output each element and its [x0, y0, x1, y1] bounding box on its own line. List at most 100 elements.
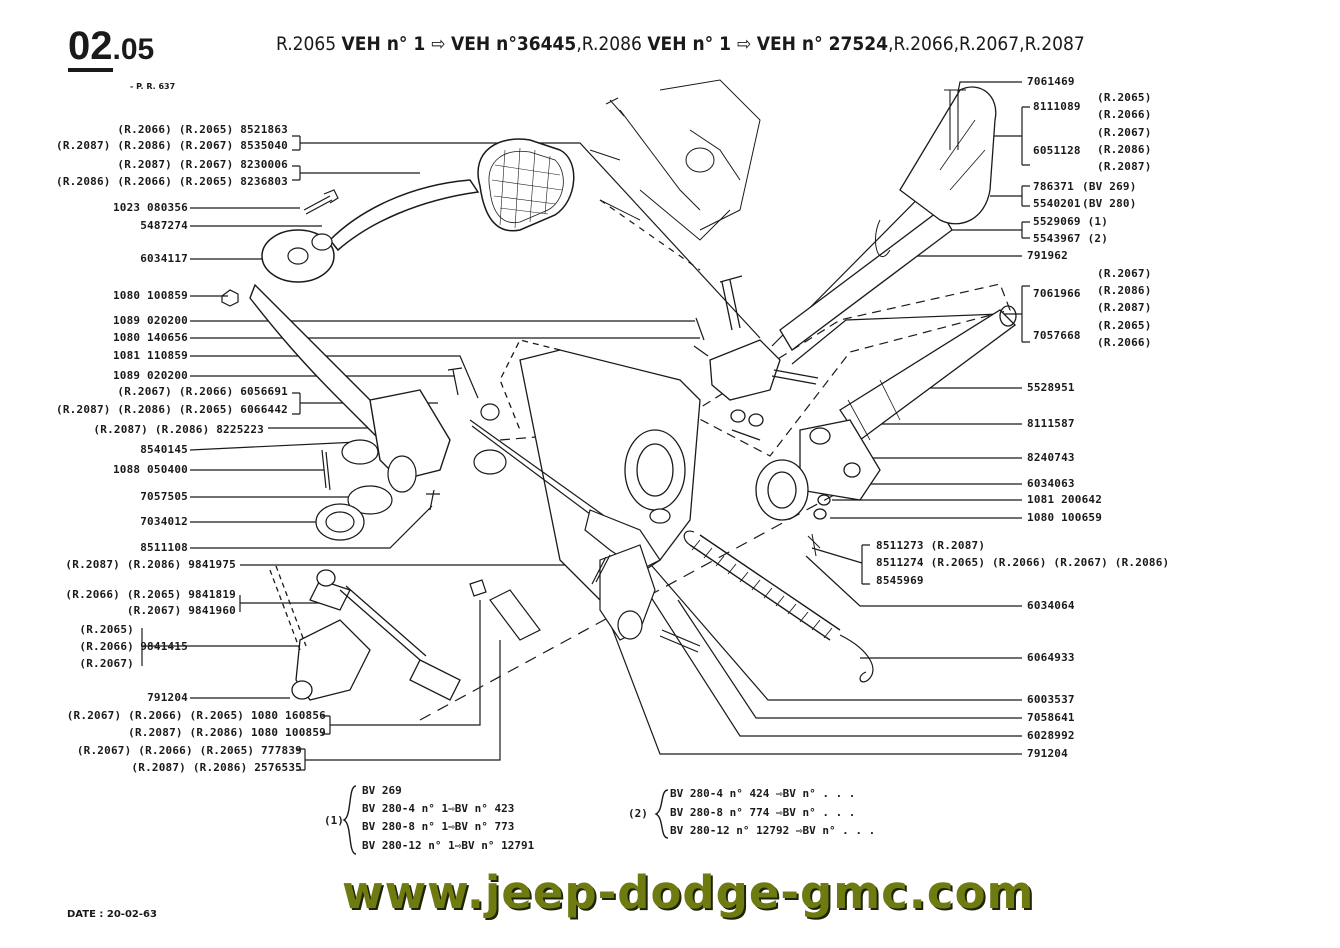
dashed-group-outline: [688, 283, 1011, 457]
part-label: (R.2086): [1097, 284, 1152, 297]
part-label: 1081 110859: [112, 349, 188, 362]
leader-line: [190, 505, 433, 549]
note-1-line: BV 280-4 n° 1⇨BV n° 423: [362, 802, 515, 815]
leader-line: [651, 565, 1022, 701]
part-label: (R.2067): [1097, 126, 1152, 139]
leader-line: [677, 599, 1022, 719]
page-title: R.2065 VEH n° 1 ⇨ VEH n°36445,R.2086 VEH…: [276, 33, 1085, 55]
pedal-pad: [477, 138, 575, 232]
part-label: 7057668: [1033, 329, 1081, 342]
part-label: 6034063: [1027, 477, 1075, 490]
bolt: [591, 554, 611, 585]
part-label: 8111587: [1027, 417, 1075, 430]
bushing: [347, 485, 393, 515]
dashed-axis-line: [599, 199, 701, 271]
part-label: 5487274: [140, 219, 188, 232]
part-label: (R.2086): [1097, 143, 1152, 156]
part-label: 6034064: [1027, 599, 1075, 612]
nut: [221, 289, 239, 307]
part-label: (BV 280): [1082, 197, 1137, 210]
part-label: (R.2065): [1097, 319, 1152, 332]
part-label: 9841415: [140, 640, 188, 653]
leader-line: [791, 285, 1030, 365]
part-label: (R.2066): [1097, 108, 1152, 121]
leader-line: [189, 441, 359, 451]
website-watermark: www.jeep-dodge-gmc.com: [342, 866, 1035, 919]
part-label: (R.2087) (R.2086) 1080 100859: [128, 726, 326, 739]
leader-line: [292, 135, 761, 339]
pin: [693, 317, 709, 357]
title-part: VEH n° 1: [341, 33, 432, 55]
page-code-sub: .05: [112, 33, 155, 66]
part-label: 6034117: [140, 252, 188, 265]
part-label: 8540145: [140, 443, 188, 456]
cross-shaft-lever: [369, 389, 451, 481]
title-part: R.2065: [276, 33, 342, 55]
part-label: 7034012: [140, 515, 188, 528]
return-spring: [683, 530, 874, 683]
part-label: (R.2066): [79, 640, 134, 653]
part-label: 8545969: [876, 574, 924, 587]
part-label: 7057505: [140, 490, 188, 503]
part-label: 786371: [1033, 180, 1074, 193]
pedal-arm: [328, 179, 480, 252]
part-label: 5540201: [1033, 197, 1081, 210]
leader-line: [297, 640, 501, 771]
part-label: (R.2065): [79, 623, 134, 636]
part-label: 6028992: [1027, 729, 1075, 742]
leader-line: [141, 628, 300, 666]
part-label: (R.2087) (R.2086) 9841975: [65, 558, 236, 571]
clutch-rod: [469, 419, 611, 527]
leader-line: [322, 600, 481, 735]
note-2-line: BV 280-8 n° 774 ⇨BV n° . . .: [670, 806, 856, 819]
part-label: 7058641: [1027, 711, 1075, 724]
part-label: (R.2067) 9841960: [126, 604, 236, 617]
leader-line: [944, 221, 1030, 239]
part-label: (R.2067): [79, 657, 134, 670]
part-label: 791204: [147, 691, 188, 704]
bushing: [473, 449, 507, 475]
part-label: (R.2087) (R.2086) 2576535: [131, 761, 302, 774]
part-label: 5528951: [1027, 381, 1075, 394]
part-label: 6003537: [1027, 693, 1075, 706]
note-2-marker: (2): [628, 807, 648, 820]
part-label: 1088 050400: [112, 463, 188, 476]
bushing: [315, 503, 365, 541]
leader-line: [589, 569, 1022, 755]
fork-yoke: [709, 275, 819, 441]
page-reference: - P. R. 637: [130, 82, 176, 91]
arrow-icon: ⇨: [737, 33, 757, 55]
title-part: ,R.2086: [576, 33, 648, 55]
part-label: (R.2066) (R.2065) 9841819: [65, 588, 236, 601]
part-label: (R.2087): [1097, 301, 1152, 314]
part-label: 8511273 (R.2087): [876, 539, 986, 552]
part-label: 791962: [1027, 249, 1068, 262]
part-label: (R.2087) (R.2067) 8230006: [117, 158, 288, 171]
title-part: VEH n° 1: [647, 33, 737, 55]
part-label: (R.2066) (R.2065) 8521863: [117, 123, 288, 136]
part-label: 791204: [1027, 747, 1068, 760]
part-label: (R.2067) (R.2066) (R.2065) 777839: [76, 744, 302, 757]
note-1-marker: (1): [324, 814, 344, 827]
bolt: [303, 189, 339, 215]
part-label: 1089 020200: [112, 314, 188, 327]
part-label: 8511274 (R.2065) (R.2066) (R.2067) (R.20…: [876, 556, 1170, 569]
leader-line: [805, 555, 1022, 607]
part-label: 7061966: [1033, 287, 1081, 300]
part-label: 1080 100859: [112, 289, 188, 302]
leader-line: [771, 106, 1030, 347]
part-label: 5543967 (2): [1033, 232, 1109, 245]
note-1-brace: [342, 785, 357, 855]
arrow-icon: ⇨: [431, 33, 451, 55]
part-label: 1081 200642: [1027, 493, 1103, 506]
part-label: 1080 140656: [112, 331, 188, 344]
note-2-line: BV 280-4 n° 424 ⇨BV n° . . .: [670, 787, 856, 800]
note-2-line: BV 280-12 n° 12792 ⇨BV n° . . .: [670, 824, 876, 837]
pin: [447, 367, 463, 396]
bushing: [341, 439, 379, 465]
leader-line: [190, 355, 479, 399]
title-part: VEH n° 27524: [756, 33, 889, 55]
part-label: 6064933: [1027, 651, 1075, 664]
leader-line: [292, 165, 420, 181]
